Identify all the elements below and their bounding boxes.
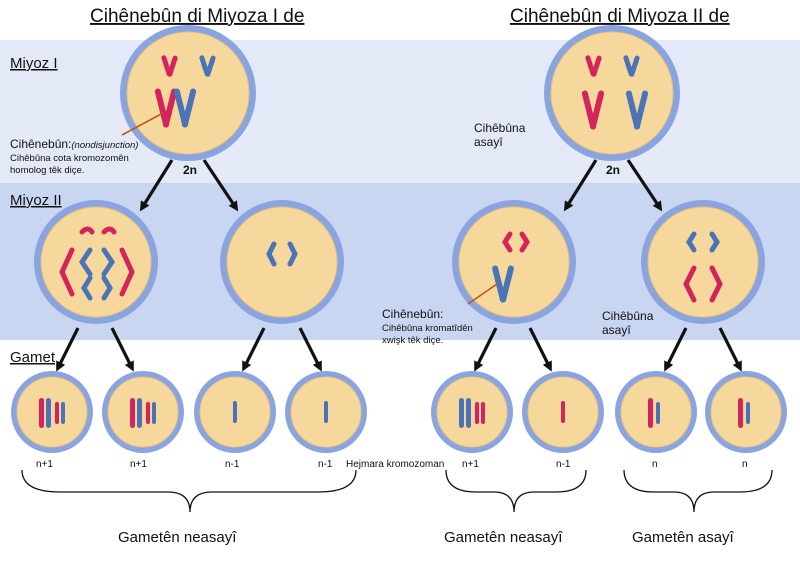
right-title: Cihênebûn di Miyoza II de (510, 6, 730, 27)
arrow (474, 327, 498, 372)
right-normal-group-label: Gametên asayî (632, 529, 735, 546)
gamete-cell-5 (431, 371, 513, 453)
row-label-meiosis1: Miyoz I (10, 55, 58, 72)
row-label-meiosis2: Miyoz II (10, 192, 62, 209)
right-ploidy: 2n (606, 163, 620, 177)
gamete-count-2: n+1 (130, 459, 147, 470)
left-ploidy: 2n (183, 163, 197, 177)
gamete-cell-4 (285, 371, 367, 453)
left-group-label: Gametên neasayî (118, 529, 237, 546)
left-note-line2: homolog têk diçe. (10, 165, 84, 176)
arrow (202, 159, 239, 212)
gamete-count-8: n (742, 459, 748, 470)
left-title: Cihênebûn di Miyoza I de (90, 6, 304, 27)
left-group-brace (21, 469, 357, 513)
gamete-cell-1 (11, 371, 93, 453)
arrow (139, 159, 174, 212)
arrow (626, 159, 663, 212)
gamete-count-6: n-1 (556, 459, 571, 470)
gamete-cell-7 (615, 371, 697, 453)
right-note-line2: xwişk têk diçe. (382, 335, 443, 346)
left-parent-cell (120, 25, 256, 161)
chromosome-red (161, 55, 178, 77)
gamete-cell-8 (705, 371, 787, 453)
right-note-title: Cihênebûn: (382, 307, 443, 321)
right-m2-cell-a (452, 200, 576, 324)
arrow (110, 327, 134, 372)
right-note-pointer (467, 283, 498, 305)
right-normal-mid-line1: Cihêbûna (602, 309, 654, 323)
gamete-count-7: n (652, 459, 658, 470)
gamete-count-1: n+1 (36, 459, 53, 470)
right-note-line1: Cihêbûna kromatîdên (382, 323, 473, 334)
left-note-line1: Cihêbûna cota kromozomên (10, 153, 129, 164)
right-m2-cell-b (641, 200, 765, 324)
right-abnormal-group-label: Gametên neasayî (444, 529, 563, 546)
arrow (242, 327, 266, 372)
left-m2-cell-b (220, 200, 344, 324)
arrow (718, 327, 742, 372)
chromosome-count-label: Hejmara kromozoman (346, 459, 444, 470)
gamete-cell-2 (102, 371, 184, 453)
left-note-title: Cihênebûn:(nondisjunction) (10, 137, 138, 151)
left-note-pointer (121, 112, 164, 136)
gamete-count-3: n-1 (225, 459, 240, 470)
right-normal-mid-line2: asayî (602, 323, 631, 337)
gamete-count-4: n-1 (318, 459, 333, 470)
row-label-gamete: Gamet (10, 349, 56, 366)
chromosome-blue (199, 55, 216, 77)
arrow (298, 327, 322, 372)
gamete-cell-6 (522, 371, 604, 453)
homolog-pair (154, 88, 197, 128)
right-abnormal-brace (445, 469, 587, 513)
right-normal-brace (623, 469, 773, 513)
left-m2-cell-a (34, 200, 158, 324)
arrow (563, 159, 598, 212)
right-normal-top-line1: Cihêbûna (474, 121, 526, 135)
arrow (528, 327, 552, 372)
right-parent-cell (544, 25, 680, 161)
arrow (56, 327, 80, 372)
gamete-cell-3 (194, 371, 276, 453)
gamete-count-5: n+1 (462, 459, 479, 470)
right-normal-top-line2: asayî (474, 135, 503, 149)
arrow (664, 327, 688, 372)
